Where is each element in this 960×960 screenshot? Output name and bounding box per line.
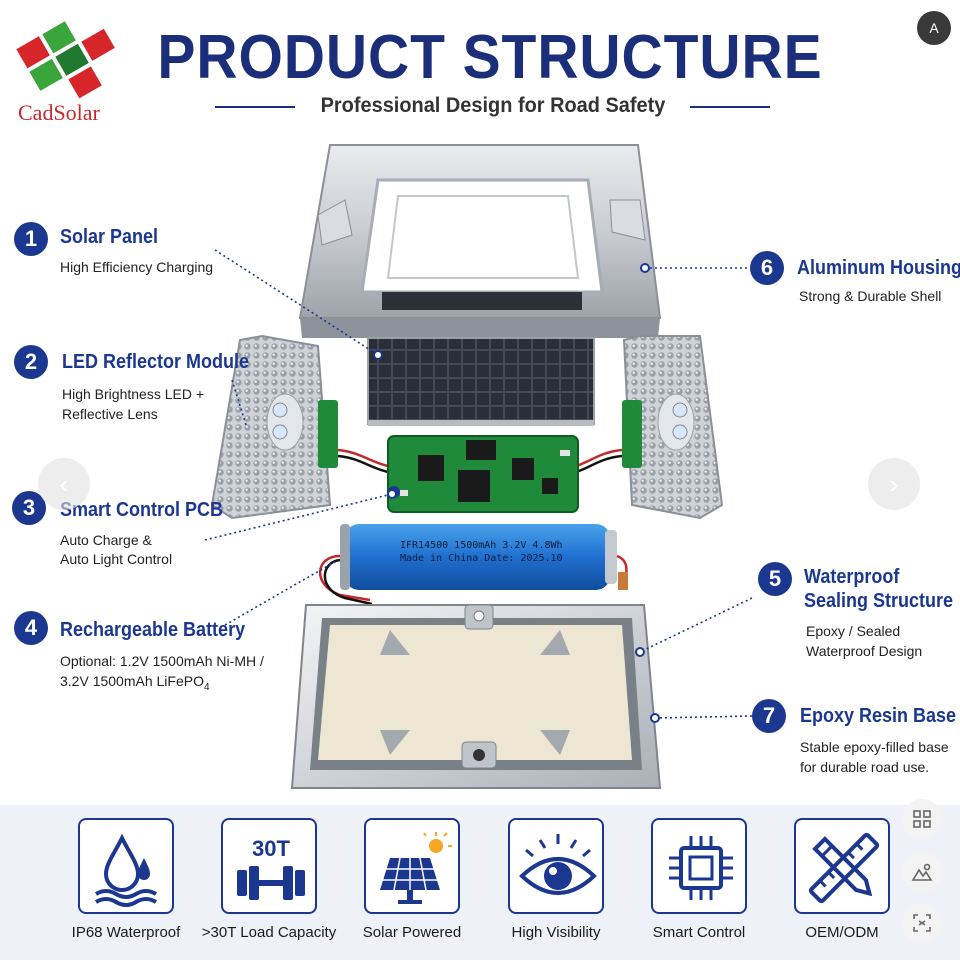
callout-1-title: Solar Panel bbox=[60, 226, 159, 248]
callout-7-desc-line1: Stable epoxy-filled base bbox=[800, 739, 949, 755]
callout-5-desc-line1: Epoxy / Sealed bbox=[806, 623, 901, 639]
callout-2-desc-line1: High Brightness LED + bbox=[62, 386, 205, 402]
crop-image-icon[interactable] bbox=[902, 903, 942, 943]
subtitle-rule-left bbox=[215, 106, 295, 108]
page-subtitle: Professional Design for Road Safety bbox=[320, 94, 666, 117]
carousel-next-button[interactable]: › bbox=[868, 458, 920, 510]
callout-3-desc-line1: Auto Charge & bbox=[60, 532, 152, 548]
water-drop-icon bbox=[94, 833, 158, 907]
callout-7-desc-line2: for durable road use. bbox=[800, 759, 930, 775]
callout-leader-lines bbox=[204, 249, 753, 719]
callout-4-desc-line1: Optional: 1.2V 1500mAh Ni-MH / bbox=[60, 653, 264, 669]
callout-6-title: Aluminum Housing bbox=[797, 257, 960, 279]
feature-label-oem: OEM/ODM bbox=[805, 924, 879, 941]
feature-oem-odm bbox=[794, 818, 890, 914]
callout-3-title: Smart Control PCB bbox=[60, 499, 224, 521]
callout-4-desc-line2: 3.2V 1500mAh LiFePO4 bbox=[60, 673, 210, 693]
eye-icon bbox=[519, 834, 597, 895]
solar-panel bbox=[367, 337, 595, 426]
feature-smart-control bbox=[651, 818, 747, 914]
translate-badge-icon[interactable]: A bbox=[917, 11, 951, 45]
grid-view-icon[interactable] bbox=[902, 799, 942, 839]
feature-solar-powered bbox=[364, 818, 460, 914]
callout-4-number: 4 bbox=[14, 611, 48, 645]
callout-1-number: 1 bbox=[14, 222, 48, 256]
callout-4-title: Rechargeable Battery bbox=[60, 619, 246, 641]
dumbbell-icon: 30T bbox=[237, 836, 305, 900]
feature-label-control: Smart Control bbox=[652, 924, 746, 941]
battery-label-line2: Made in China Date: 2025.10 bbox=[400, 553, 563, 564]
page-title: PRODUCT STRUCTURE bbox=[157, 23, 823, 92]
svg-text:30T: 30T bbox=[252, 836, 290, 861]
feature-label-solar: Solar Powered bbox=[362, 924, 462, 941]
callout-7-number: 7 bbox=[752, 699, 786, 733]
callout-7-title: Epoxy Resin Base bbox=[800, 705, 957, 727]
callout-5-desc-line2: Waterproof Design bbox=[806, 643, 923, 659]
callout-2-number: 2 bbox=[14, 345, 48, 379]
control-pcb bbox=[387, 435, 579, 513]
feature-load-capacity: 30T bbox=[221, 818, 317, 914]
subtitle-rule-right bbox=[690, 106, 770, 108]
chip-icon bbox=[669, 836, 733, 900]
aluminum-housing bbox=[298, 144, 662, 338]
callout-1-desc: High Efficiency Charging bbox=[60, 259, 214, 275]
callout-6-desc: Strong & Durable Shell bbox=[799, 288, 942, 304]
callout-5-title-line2: Sealing Structure bbox=[804, 590, 954, 612]
callout-2-desc-line2: Reflective Lens bbox=[62, 406, 158, 422]
epoxy-resin-base bbox=[290, 604, 662, 789]
feature-ip68-waterproof bbox=[78, 818, 174, 914]
callout-2-title: LED Reflector Module bbox=[62, 351, 250, 373]
pencil-ruler-icon bbox=[808, 832, 880, 904]
feature-label-load: >30T Load Capacity bbox=[201, 924, 337, 941]
carousel-prev-button[interactable]: ‹ bbox=[38, 458, 90, 510]
led-reflector-right bbox=[622, 335, 724, 520]
cadsolar-logo bbox=[16, 21, 115, 99]
battery-label-line1: IFR14500 1500mAh 3.2V 4.8Wh bbox=[400, 540, 563, 551]
rechargeable-battery: IFR14500 1500mAh 3.2V 4.8Wh Made in Chin… bbox=[318, 524, 628, 606]
callout-5-number: 5 bbox=[758, 562, 792, 596]
callout-3-desc-line2: Auto Light Control bbox=[60, 551, 173, 567]
brand-name: CadSolar bbox=[18, 100, 100, 125]
feature-label-visibility: High Visibility bbox=[511, 924, 601, 941]
feature-label-ip68: IP68 Waterproof bbox=[71, 924, 181, 941]
feature-high-visibility bbox=[508, 818, 604, 914]
image-search-icon[interactable] bbox=[902, 852, 942, 892]
solar-panel-icon bbox=[380, 832, 452, 904]
callout-6-number: 6 bbox=[750, 251, 784, 285]
callout-5-title-line1: Waterproof bbox=[804, 566, 900, 588]
